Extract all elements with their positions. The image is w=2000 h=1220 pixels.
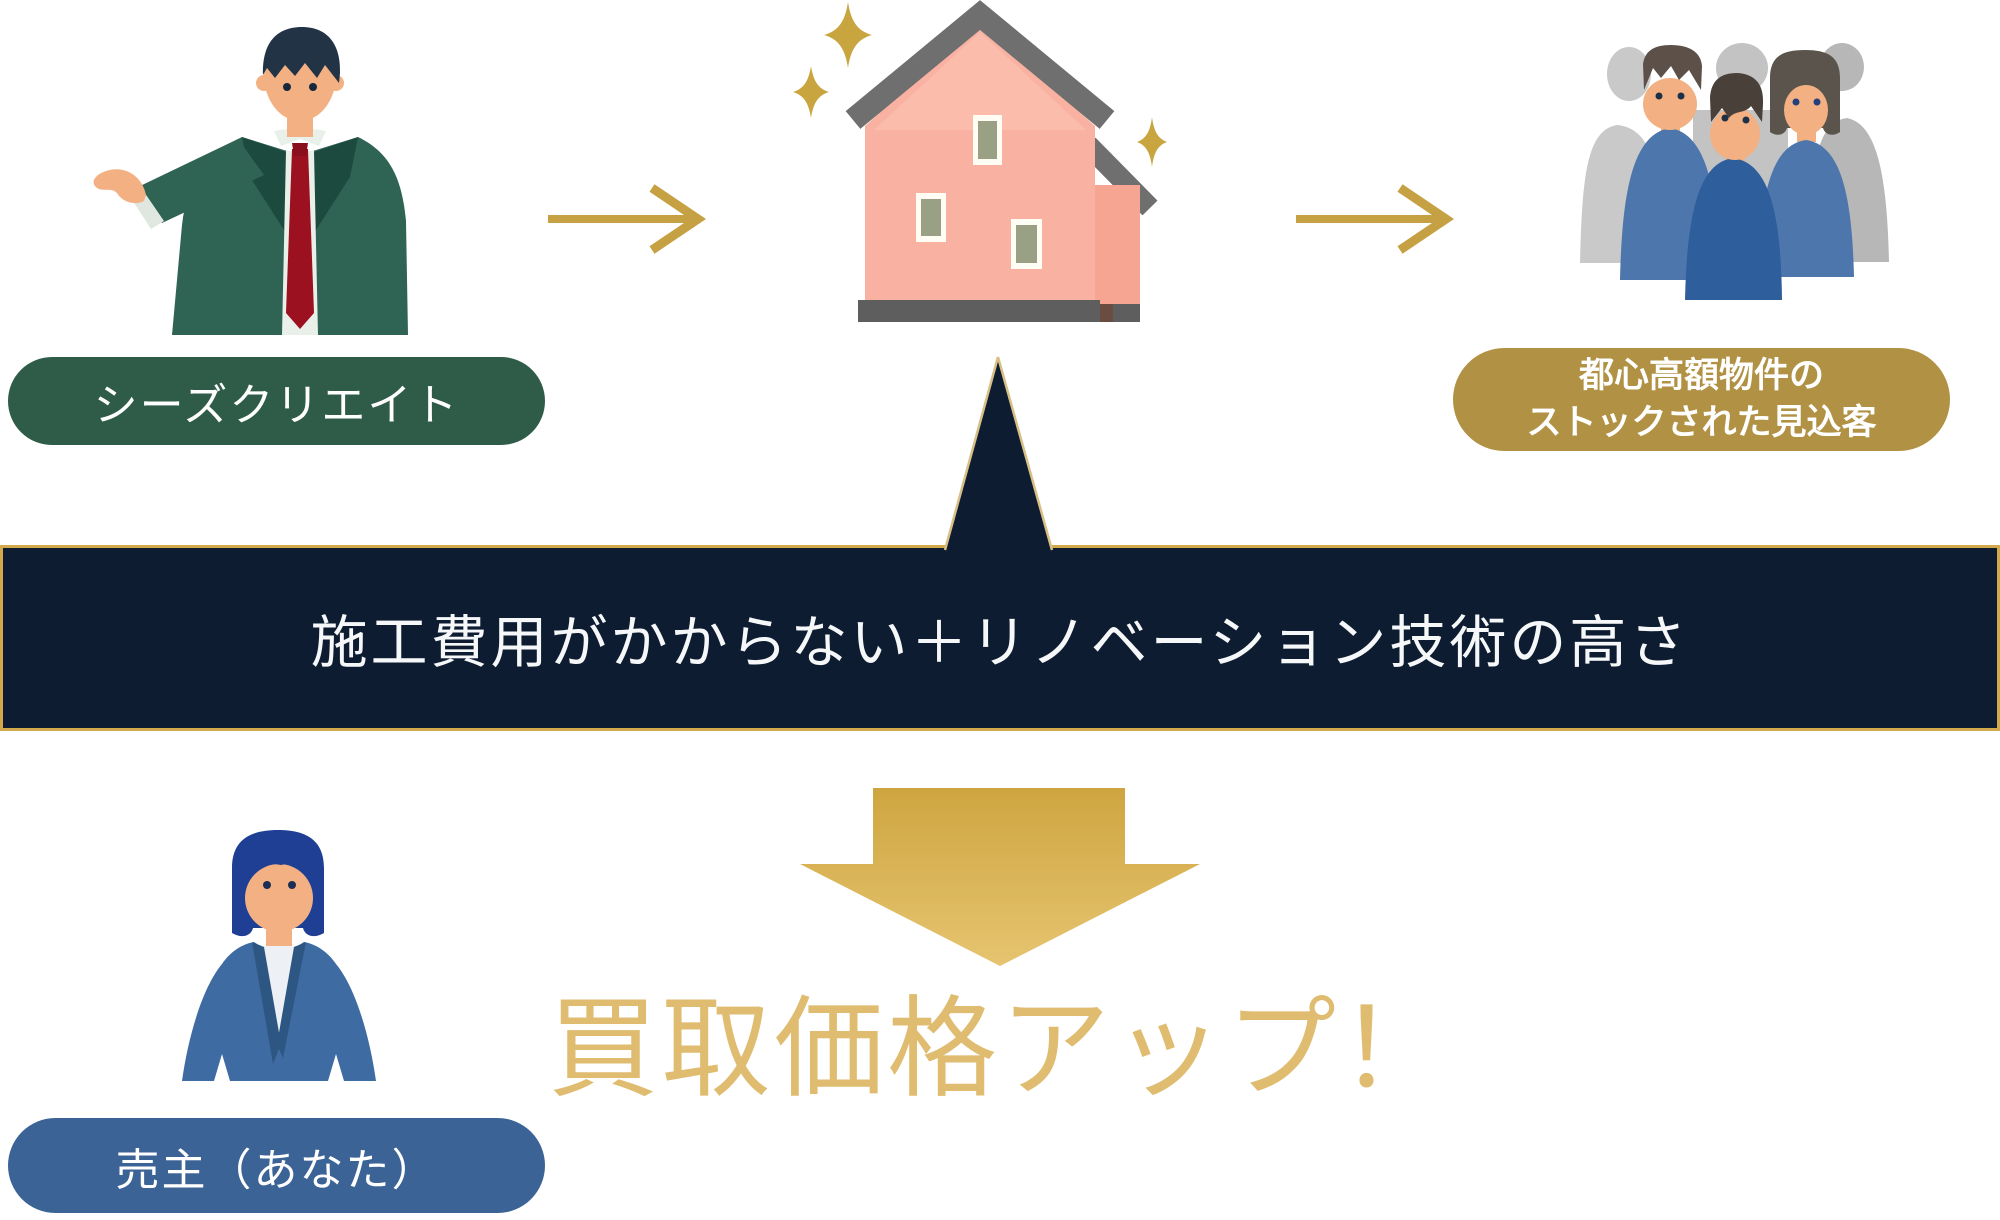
businessman-hair <box>262 27 341 83</box>
businessman-body <box>93 27 408 335</box>
seeds-create-pill: シーズクリエイト <box>8 357 545 445</box>
value-banner-text: 施工費用がかからない＋リノベーション技術の高さ <box>310 610 1690 676</box>
customer-group-illustration <box>1580 43 1889 300</box>
arrow-down-icon <box>800 788 1200 966</box>
result-headline: 買取価格アップ！ <box>548 985 1452 1113</box>
businesswoman-illustration <box>182 830 376 1081</box>
prospects-label-line1: 都心高額物件の <box>1578 355 1824 397</box>
triangle-pointer-icon <box>943 356 1054 551</box>
value-banner: 施工費用がかからない＋リノベーション技術の高さ <box>0 545 2000 731</box>
arrow-right-icon <box>1296 184 1455 254</box>
prospects-pill: 都心高額物件の ストックされた見込客 <box>1453 348 1950 451</box>
businessman-illustration <box>93 27 408 335</box>
house-icon <box>845 0 1158 322</box>
seeds-create-label: シーズクリエイト <box>93 380 460 431</box>
house-windows <box>916 115 1042 269</box>
businesswoman-body <box>182 830 376 1081</box>
seller-pill: 売主（あなた） <box>8 1118 545 1213</box>
customer-center <box>1685 73 1782 300</box>
sparkling-house-illustration <box>793 0 1167 322</box>
seller-label: 売主（あなた） <box>115 1144 438 1196</box>
sparkle-icon <box>793 2 1167 167</box>
arrow-right-icon <box>548 184 707 254</box>
customer-woman <box>1758 50 1854 277</box>
prospects-label-line2: ストックされた見込客 <box>1526 401 1877 443</box>
businessman-hand <box>93 169 146 204</box>
